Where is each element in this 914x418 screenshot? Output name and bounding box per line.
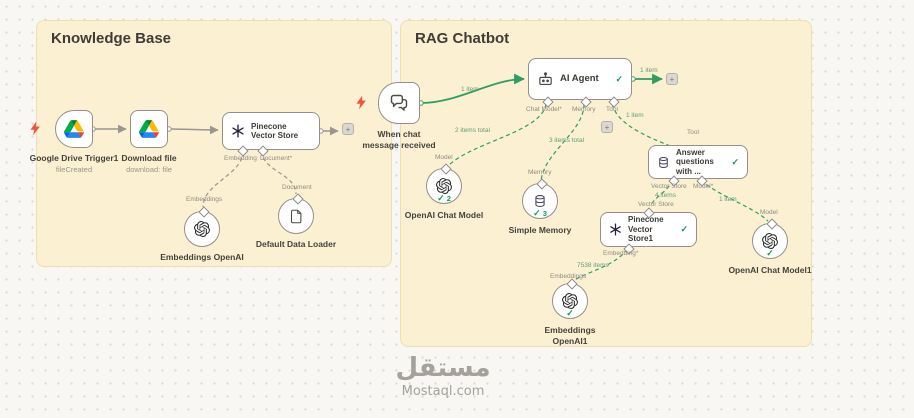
pinecone-icon bbox=[231, 124, 245, 138]
watermark-arabic: مستقل bbox=[395, 353, 491, 383]
node-embeddings-openai[interactable]: Embeddings OpenAI bbox=[160, 206, 244, 262]
node-label: When chat message received bbox=[362, 129, 436, 150]
node-label: Simple Memory bbox=[508, 225, 572, 235]
edge-agent-chat-model[interactable] bbox=[447, 103, 547, 167]
success-badge: ✓ bbox=[566, 308, 574, 318]
edge-tool-model[interactable] bbox=[700, 179, 769, 222]
port-label-model: Model bbox=[760, 209, 778, 216]
node-ai-agent[interactable]: AI Agent ✓ bbox=[528, 58, 632, 108]
execute-trigger-bolt-icon[interactable] bbox=[28, 120, 43, 137]
sticky-title-rag-chatbot: RAG Chatbot bbox=[415, 30, 510, 47]
node-label: Google Drive Trigger1 fileCreated bbox=[29, 153, 119, 174]
run-count-badge: ✓ 2 bbox=[437, 193, 451, 203]
node-label: OpenAI Chat Model bbox=[404, 210, 484, 220]
node-pinecone-vector-store[interactable]: Pinecone Vector Store bbox=[222, 112, 320, 157]
node-title: Answer questions with ... bbox=[676, 147, 714, 176]
vector-store-tool-icon bbox=[657, 156, 670, 169]
plus-icon: + bbox=[669, 74, 675, 84]
edge-chat-to-agent[interactable] bbox=[420, 73, 525, 104]
edge-label-items: 2 items total bbox=[455, 127, 491, 134]
edge-label-items: 1 item bbox=[719, 196, 737, 203]
port-label-embedding: Embedding* bbox=[603, 250, 639, 257]
node-chat-trigger[interactable]: When chat message received bbox=[362, 82, 436, 150]
port-label-vector-store: Vector Store bbox=[651, 183, 687, 190]
memory-icon bbox=[533, 194, 547, 208]
port-label-embeddings: Embeddings bbox=[550, 273, 587, 280]
node-label: Default Data Loader bbox=[255, 239, 337, 249]
chat-icon bbox=[389, 93, 409, 113]
node-label: Embeddings OpenAI1 bbox=[544, 325, 596, 346]
edge-embedding-sub[interactable] bbox=[202, 150, 244, 208]
port-label-chat-model: Chat Model* bbox=[526, 106, 562, 113]
edge-label-items: 1 item bbox=[626, 112, 644, 119]
port-label-document: Document bbox=[282, 184, 312, 191]
node-title: AI Agent bbox=[560, 73, 599, 85]
node-embeddings-openai1[interactable]: ✓ Embeddings OpenAI1 bbox=[544, 278, 596, 346]
node-label: OpenAI Chat Model1 bbox=[728, 265, 812, 275]
pinecone-icon bbox=[609, 223, 622, 236]
node-openai-chat-model[interactable]: ✓ 2 OpenAI Chat Model bbox=[405, 163, 483, 220]
port-label-model: Model bbox=[435, 154, 453, 161]
plus-icon: + bbox=[604, 122, 610, 132]
node-default-data-loader[interactable]: Default Data Loader bbox=[256, 193, 336, 249]
port-label-embeddings: Embeddings bbox=[186, 196, 223, 203]
edge-label-items: 4 items bbox=[655, 192, 676, 199]
node-simple-memory[interactable]: ✓ 3 Simple Memory bbox=[509, 178, 571, 235]
port-label-model: Model* bbox=[693, 183, 714, 190]
openai-icon bbox=[436, 178, 452, 194]
edge-label-items: 1 item bbox=[461, 86, 479, 93]
edge-label-items: 3 items total bbox=[549, 137, 585, 144]
port-label-vector-store: Vector Store bbox=[638, 201, 674, 208]
node-title: Pinecone Vector Store bbox=[251, 121, 299, 140]
edge-agent-memory[interactable] bbox=[540, 103, 585, 182]
edge-download-to-pinecone[interactable] bbox=[168, 125, 219, 135]
node-google-drive-trigger1[interactable]: Google Drive Trigger1 fileCreated bbox=[30, 110, 118, 174]
edge-document-sub[interactable] bbox=[260, 150, 297, 195]
port-label-memory: Memory bbox=[572, 106, 596, 113]
success-check-icon: ✓ bbox=[731, 156, 739, 167]
execute-trigger-bolt-icon[interactable] bbox=[354, 94, 369, 111]
edge-label-items: 1 item bbox=[640, 67, 658, 74]
openai-icon bbox=[762, 233, 778, 249]
watermark-latin: Mostaql.com bbox=[401, 383, 485, 399]
document-icon bbox=[289, 209, 304, 224]
add-node-stub[interactable]: + bbox=[342, 123, 354, 135]
openai-icon bbox=[562, 293, 578, 309]
node-pinecone-vector-store1[interactable]: Pinecone Vector Store1 ✓ bbox=[600, 207, 697, 255]
add-tool-stub[interactable]: + bbox=[601, 121, 613, 133]
google-drive-icon bbox=[64, 120, 84, 138]
port-label-tool: Tool bbox=[606, 106, 618, 113]
node-answer-questions-tool[interactable]: Answer questions with ... ✓ bbox=[648, 145, 748, 187]
node-title: Pinecone Vector Store1 bbox=[628, 215, 664, 244]
success-badge: ✓ bbox=[766, 248, 774, 258]
google-drive-icon bbox=[139, 120, 159, 138]
edge-label-items: 7538 items bbox=[577, 262, 609, 269]
success-check-icon: ✓ bbox=[615, 73, 623, 84]
success-check-icon: ✓ bbox=[680, 224, 688, 234]
sticky-title-knowledge-base: Knowledge Base bbox=[51, 30, 172, 47]
port-label-embedding: Embedding bbox=[224, 155, 257, 162]
edge-pinecone1-embedding[interactable] bbox=[572, 248, 628, 282]
port-label-tool: Tool bbox=[687, 129, 699, 136]
run-count-badge: ✓ 3 bbox=[533, 208, 547, 218]
port-label-memory: Memory bbox=[528, 169, 552, 176]
edge-agent-tool[interactable] bbox=[611, 103, 679, 150]
add-node-stub[interactable]: + bbox=[666, 73, 678, 85]
watermark: مستقل Mostaql.com bbox=[358, 354, 528, 399]
port-label-document: Document* bbox=[260, 155, 293, 162]
openai-icon bbox=[194, 221, 210, 237]
plus-icon: + bbox=[345, 124, 351, 134]
node-label: Download file download: file bbox=[121, 153, 177, 174]
node-label: Embeddings OpenAI bbox=[160, 252, 244, 262]
node-download-file[interactable]: Download file download: file bbox=[121, 110, 177, 174]
robot-icon bbox=[537, 71, 554, 88]
node-openai-chat-model1[interactable]: ✓ OpenAI Chat Model1 bbox=[728, 218, 812, 275]
